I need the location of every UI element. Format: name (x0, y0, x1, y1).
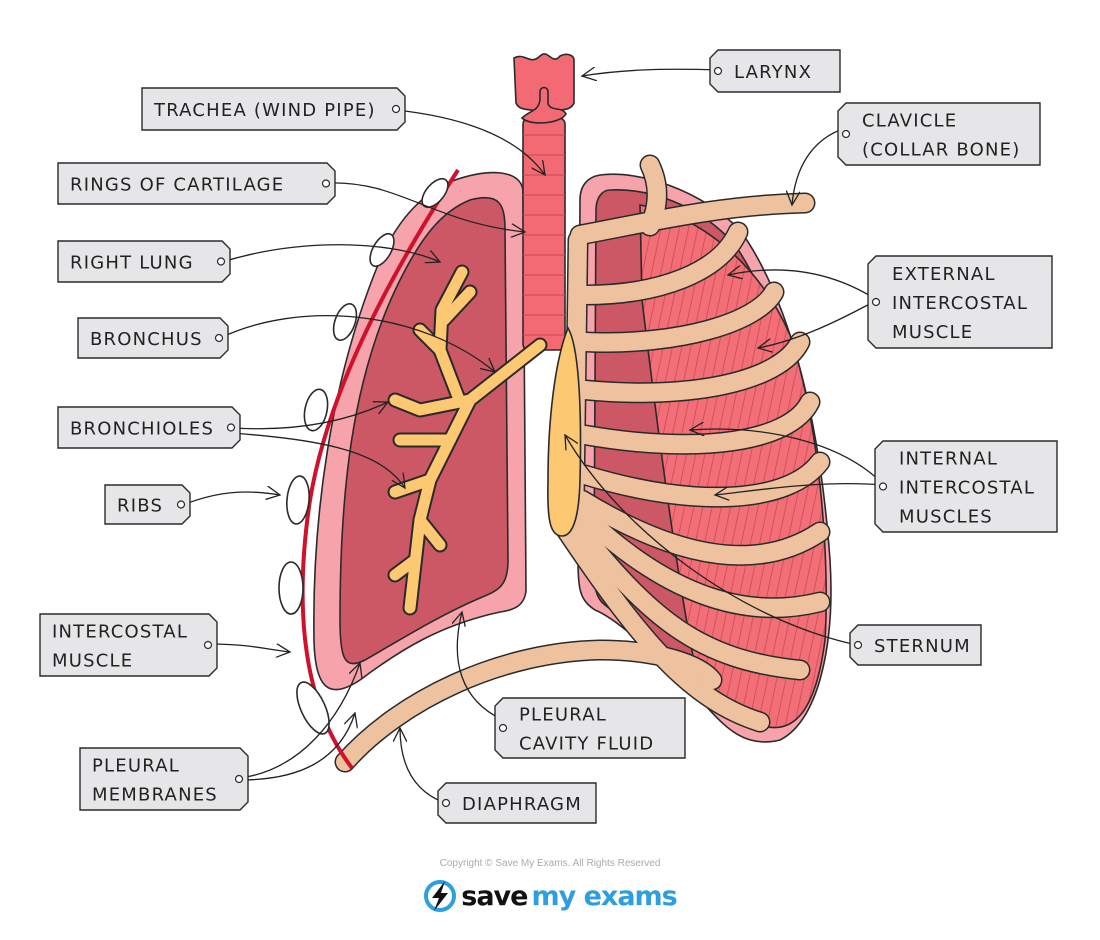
pin-hole-icon (203, 640, 213, 650)
label-text: CLAVICLE (862, 111, 957, 132)
label-text: TRACHEA (WIND PIPE) (153, 100, 376, 121)
label-box (141, 87, 406, 131)
pin-hole-icon (321, 179, 331, 188)
lightning-bolt-icon (424, 880, 457, 912)
label-box (867, 255, 1053, 349)
label-text: INTERCOSTAL (892, 293, 1028, 314)
pin-hole-icon (234, 774, 244, 784)
pin-hole-icon (713, 66, 723, 76)
label-text: INTERCOSTAL (899, 478, 1035, 499)
label-clavicle: CLAVICLE (COLLAR BONE) (837, 102, 1041, 166)
save-my-exams-logo: save my exams (423, 879, 678, 913)
label-text: RIGHT LUNG (70, 253, 194, 274)
pin-hole-icon (176, 500, 186, 509)
trachea (522, 117, 566, 351)
label-text: MUSCLE (52, 651, 133, 672)
label-box (837, 102, 1041, 166)
ribs-and-clavicle (334, 154, 831, 773)
label-text: (COLLAR BONE) (862, 140, 1020, 161)
label-box (437, 782, 597, 824)
pin-hole-icon (214, 333, 224, 343)
pin-hole-icon (871, 297, 881, 307)
label-external-intercostal: EXTERNAL INTERCOSTAL MUSCLE (867, 255, 1053, 349)
label-text: PLEURAL (92, 756, 180, 777)
label-box (104, 484, 191, 525)
label-pleural-cavity: PLEURAL CAVITY FLUID (494, 697, 686, 759)
label-text: MUSCLES (899, 507, 993, 528)
label-trachea: TRACHEA (WIND PIPE) (141, 87, 406, 131)
label-box (849, 624, 982, 666)
labels: LARYNX TRACHEA (WIND PIPE) CLAVICLE (COLLAR… (39, 49, 1058, 824)
label-text: BRONCHUS (90, 329, 203, 350)
label-box (57, 240, 231, 283)
pin-hole-icon (841, 129, 851, 139)
label-text: STERNUM (874, 636, 971, 657)
arrows (182, 69, 885, 804)
copyright-text: Copyright © Save My Exams. All Rights Re… (439, 858, 661, 869)
label-text: INTERNAL (899, 449, 998, 470)
ribcage-wall (278, 168, 460, 770)
label-box (874, 440, 1058, 533)
label-box (39, 613, 218, 677)
label-right-lung: RIGHT LUNG (57, 240, 231, 283)
label-sternum: STERNUM (849, 624, 982, 666)
right-lung (313, 171, 527, 691)
label-text: RINGS OF CARTILAGE (70, 175, 284, 196)
label-text: BRONCHIOLES (70, 419, 214, 440)
pin-hole-icon (391, 104, 401, 114)
label-rings: RINGS OF CARTILAGE (57, 162, 336, 205)
pin-hole-icon (441, 798, 451, 808)
pin-hole-icon (878, 482, 888, 491)
label-box (709, 49, 841, 93)
label-ribs: RIBS (104, 484, 191, 525)
label-diaphragm: DIAPHRAGM (437, 782, 597, 824)
label-larynx: LARYNX (709, 49, 841, 93)
label-text: PLEURAL (519, 705, 607, 726)
label-bronchioles: BRONCHIOLES (57, 406, 241, 449)
label-intercostal-muscle: INTERCOSTAL MUSCLE (39, 613, 218, 677)
diaphragm (336, 640, 721, 771)
label-text: DIAPHRAGM (462, 794, 582, 815)
label-box (57, 162, 336, 205)
label-box (494, 697, 686, 759)
label-text: LARYNX (734, 62, 812, 83)
sternum (547, 326, 582, 537)
larynx (513, 53, 575, 124)
label-text: RIBS (117, 496, 163, 517)
label-box (57, 406, 241, 449)
pin-hole-icon (226, 423, 236, 432)
pin-hole-icon (498, 723, 508, 733)
pin-hole-icon (216, 257, 226, 266)
bronchi (387, 264, 548, 616)
label-text: CAVITY FLUID (519, 734, 654, 755)
label-text: MEMBRANES (92, 785, 218, 806)
label-box (79, 747, 249, 811)
label-bronchus: BRONCHUS (77, 317, 229, 359)
label-text: EXTERNAL (892, 264, 996, 285)
pin-hole-icon (853, 640, 863, 650)
logo-my-exams: my exams (531, 880, 677, 912)
footer: Copyright © Save My Exams. All Rights Re… (0, 858, 1100, 917)
logo-save: save (461, 880, 528, 912)
label-box (77, 317, 229, 359)
label-pleural-membranes: PLEURAL MEMBRANES (79, 747, 249, 811)
label-text: MUSCLE (892, 322, 973, 343)
label-text: INTERCOSTAL (52, 622, 188, 643)
label-internal-intercostal: INTERNAL INTERCOSTAL MUSCLES (874, 440, 1058, 533)
